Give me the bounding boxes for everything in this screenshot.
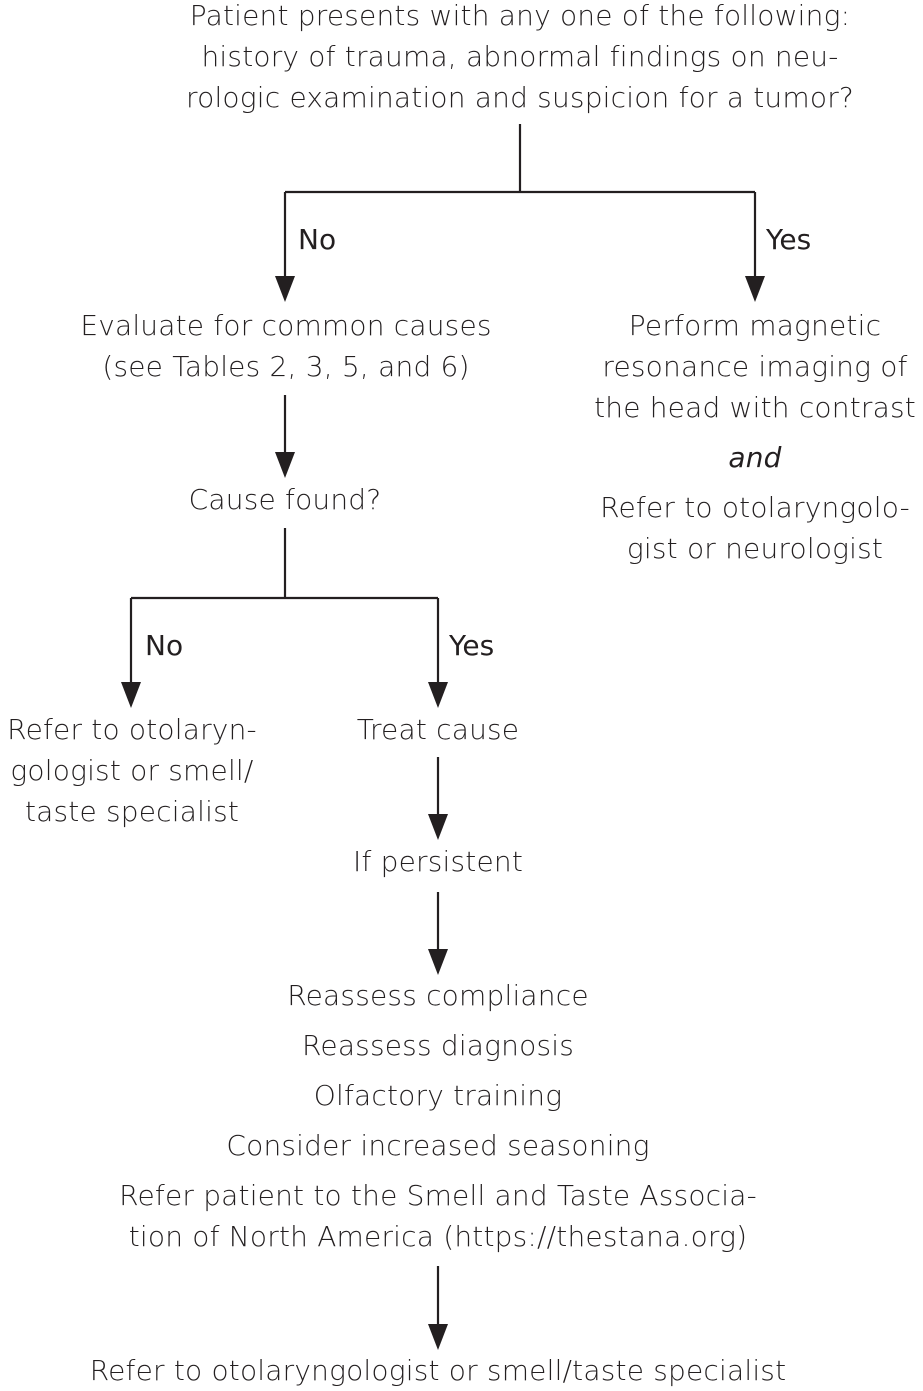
- arrowhead-icon: [275, 452, 295, 478]
- arrowhead-icon: [428, 1324, 448, 1350]
- action-item: Consider increased seasoning: [226, 1129, 650, 1162]
- action-item: Reassess diagnosis: [301, 1029, 575, 1062]
- branch1-yes-label: Yes: [766, 223, 812, 256]
- action-item: Reassess compliance: [287, 979, 589, 1012]
- arrowhead-icon: [121, 682, 141, 708]
- arrowhead-icon: [275, 276, 295, 302]
- branch1-no-label: No: [298, 223, 337, 256]
- arrowhead-icon: [428, 814, 448, 840]
- branch2-yes-label: Yes: [449, 629, 495, 662]
- and-conjunction: and: [728, 441, 782, 474]
- mri-referral-box: Perform magnetic resonance imaging of th…: [594, 309, 916, 565]
- evaluate-common-causes: Evaluate for common causes (see Tables 2…: [80, 309, 492, 383]
- association-referral: Refer patient to the Smell and Taste Ass…: [119, 1179, 757, 1212]
- arrowhead-icon: [428, 949, 448, 975]
- arrowhead-icon: [745, 276, 765, 302]
- if-persistent-box: If persistent: [352, 845, 524, 878]
- refer-specialist-box: Refer to otolaryn- gologist or smell/ ta…: [7, 713, 257, 828]
- persistent-actions-box: Reassess compliance Reassess diagnosis O…: [119, 975, 757, 1257]
- branch2-no-label: No: [145, 629, 184, 662]
- action-item: Olfactory training: [313, 1079, 563, 1112]
- treat-cause-box: Treat cause: [356, 713, 520, 746]
- arrowhead-icon: [428, 682, 448, 708]
- start-question: Patient presents with any one of the fol…: [186, 0, 854, 114]
- cause-found-question: Cause found?: [188, 483, 382, 516]
- final-referral: Refer to otolaryngologist or smell/taste…: [89, 1354, 787, 1387]
